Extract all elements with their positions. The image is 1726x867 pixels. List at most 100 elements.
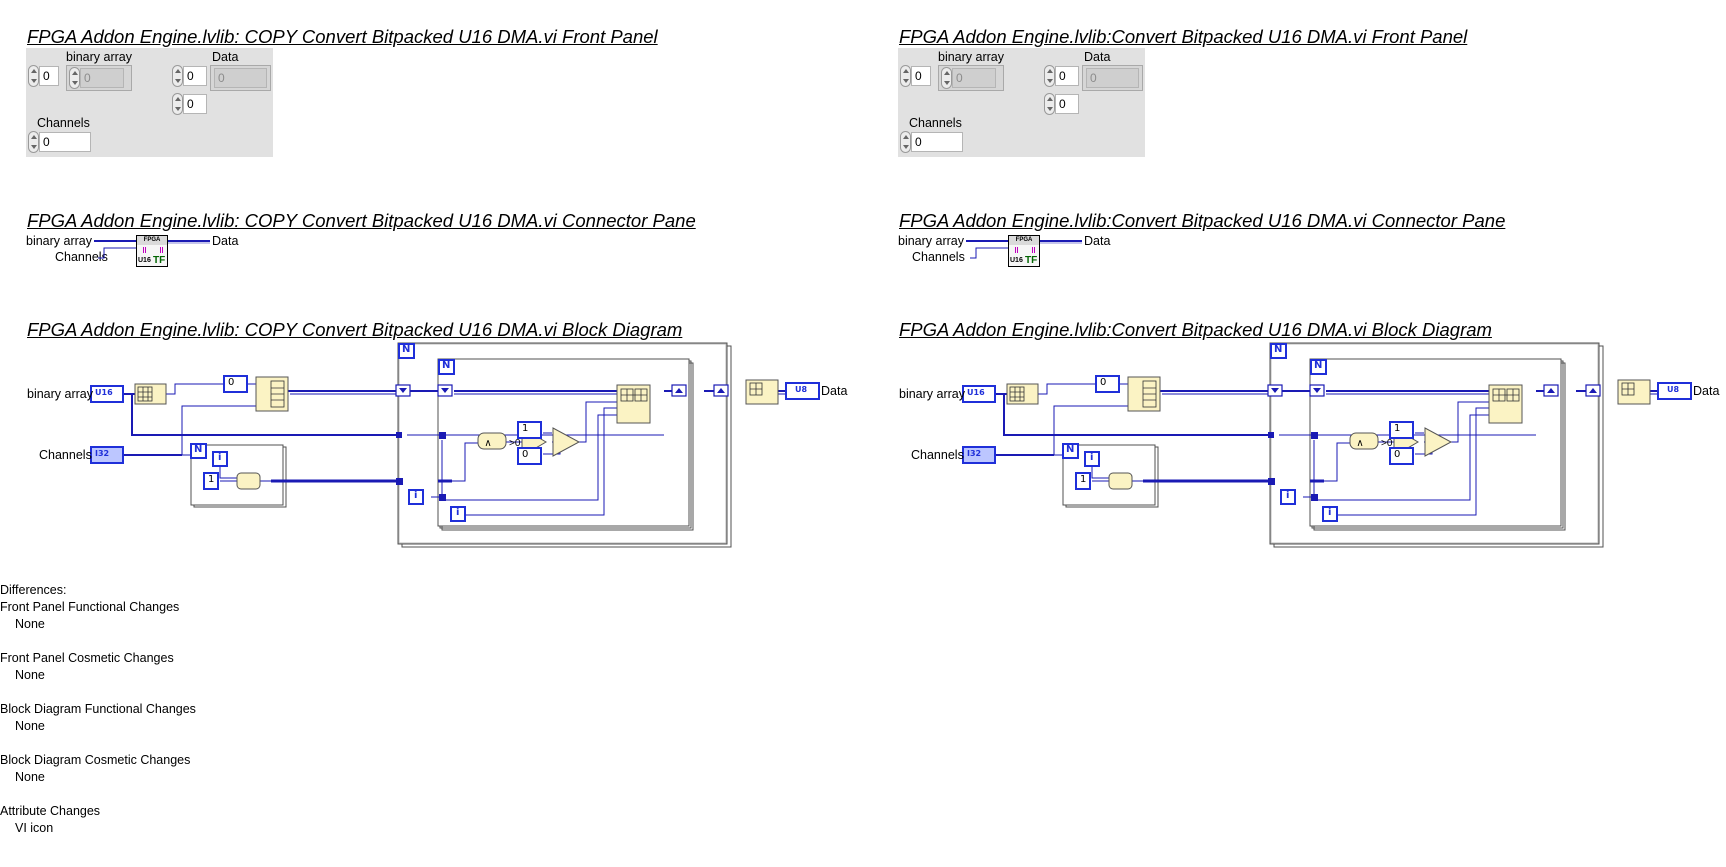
data-element[interactable]: 0 [214, 68, 267, 88]
data-index-1[interactable]: 0 [1044, 65, 1079, 87]
left-block-diagram: ∧ >0 binary array Channels Data U16 I32 … [0, 340, 860, 570]
diff-category: Block Diagram Functional Changes [0, 702, 196, 716]
cp-input-channels: Channels [912, 250, 965, 264]
binary-array-element[interactable]: 0 [952, 68, 996, 88]
gt-zero-label: >0 [509, 438, 521, 449]
icon-tf-text: TF [1025, 255, 1038, 266]
data-frame: 0 [210, 65, 271, 91]
binary-array-label: binary array [938, 50, 1004, 64]
cp-output-data: Data [212, 234, 239, 248]
bd-channels-label: Channels [911, 448, 964, 462]
increment-decrement-icon[interactable] [1044, 93, 1055, 115]
const-zero-2[interactable]: 0 [522, 449, 529, 460]
inner-loop-i[interactable]: i [1328, 507, 1332, 518]
u8-terminal[interactable]: U8 [795, 385, 808, 394]
icon-u16-text: U16 [138, 257, 151, 264]
right-block-diagram: ∧ >0 binary array Channels Data U16 I32 … [872, 340, 1726, 570]
outer-loop-n[interactable]: N [402, 344, 411, 355]
small-loop-i[interactable]: i [1090, 452, 1094, 463]
diff-value: VI icon [15, 821, 54, 835]
increment-decrement-icon [69, 67, 80, 89]
data-label: Data [1084, 50, 1111, 64]
bd-data-label: Data [821, 384, 848, 398]
data-label: Data [212, 50, 239, 64]
differences-list: Differences: Front Panel Functional Chan… [0, 582, 196, 854]
binary-array-index[interactable]: 0 [900, 65, 931, 87]
bd-data-label: Data [1693, 384, 1720, 398]
outer-loop-n[interactable]: N [1274, 344, 1283, 355]
block-diagram-canvas: ∧ >0 [962, 342, 1692, 548]
bitpack-glyph-icon [143, 247, 163, 253]
increment-decrement-icon [941, 67, 952, 89]
small-loop-n[interactable]: N [194, 444, 203, 455]
inner-loop-n[interactable]: N [1314, 360, 1323, 371]
left-front-panel: binary array 0 0 Data 0 0 0 Channels 0 [26, 48, 273, 157]
increment-decrement-icon[interactable] [28, 131, 39, 153]
increment-decrement-icon[interactable] [900, 131, 911, 153]
u16-terminal[interactable]: U16 [95, 388, 113, 397]
increment-decrement-icon[interactable] [172, 93, 183, 115]
cp-output-data: Data [1084, 234, 1111, 248]
icon-top-text: FPGA [1009, 236, 1039, 245]
binary-array-label: binary array [66, 50, 132, 64]
u8-terminal[interactable]: U8 [1667, 385, 1680, 394]
cp-input-binary-array: binary array [898, 234, 964, 248]
inner-loop-i[interactable]: i [456, 507, 460, 518]
binary-array-index[interactable]: 0 [28, 65, 59, 87]
diff-category: Front Panel Functional Changes [0, 600, 180, 614]
channels-label: Channels [37, 116, 90, 130]
const-zero-1[interactable]: 0 [228, 377, 235, 388]
diff-category: Block Diagram Cosmetic Changes [0, 753, 191, 767]
vi-icon[interactable]: FPGA U16 TF [136, 235, 168, 267]
right-front-panel: binary array 0 0 Data 0 0 0 Channels 0 [898, 48, 1145, 157]
const-one-2[interactable]: 1 [208, 474, 215, 485]
increment-decrement-icon[interactable] [172, 65, 183, 87]
data-index-2[interactable]: 0 [172, 93, 207, 115]
const-one-2[interactable]: 1 [1080, 474, 1087, 485]
const-one-1[interactable]: 1 [1394, 423, 1401, 434]
diff-category: Attribute Changes [0, 804, 101, 818]
data-index-1[interactable]: 0 [172, 65, 207, 87]
channels-control[interactable]: 0 [28, 131, 91, 153]
small-loop-n[interactable]: N [1066, 444, 1075, 455]
bd-binary-array-label: binary array [899, 387, 965, 401]
diff-value: None [15, 617, 45, 631]
small-loop-i[interactable]: i [218, 452, 222, 463]
vi-icon[interactable]: FPGA U16 TF [1008, 235, 1040, 267]
increment-decrement-icon[interactable] [28, 65, 39, 87]
icon-u16-text: U16 [1010, 257, 1023, 264]
binary-array-element[interactable]: 0 [80, 68, 124, 88]
increment-decrement-icon[interactable] [900, 65, 911, 87]
right-block-diagram-title: FPGA Addon Engine.lvlib:Convert Bitpacke… [899, 319, 1492, 340]
left-front-panel-title: FPGA Addon Engine.lvlib: COPY Convert Bi… [27, 26, 658, 47]
bd-channels-label: Channels [39, 448, 92, 462]
icon-top-text: FPGA [137, 236, 167, 245]
increment-decrement-icon[interactable] [1044, 65, 1055, 87]
outer-loop-i[interactable]: i [1286, 490, 1290, 501]
left-block-diagram-title: FPGA Addon Engine.lvlib: COPY Convert Bi… [27, 319, 683, 340]
u16-terminal[interactable]: U16 [967, 388, 985, 397]
data-element[interactable]: 0 [1086, 68, 1139, 88]
left-connector-pane: binary array Channels Data FPGA U16 TF [26, 232, 246, 270]
channels-control[interactable]: 0 [900, 131, 963, 153]
differences-heading: Differences: [0, 583, 67, 597]
i32-terminal[interactable]: I32 [95, 449, 110, 458]
connector-pane-wires [966, 240, 1082, 259]
inner-loop-n[interactable]: N [442, 360, 451, 371]
outer-loop-i[interactable]: i [414, 490, 418, 501]
const-zero-1[interactable]: 0 [1100, 377, 1107, 388]
bitpack-glyph-icon [1015, 247, 1035, 253]
block-diagram-canvas: ∧ >0 [90, 342, 820, 548]
right-connector-pane-title: FPGA Addon Engine.lvlib:Convert Bitpacke… [899, 210, 1506, 231]
cp-input-channels: Channels [55, 250, 108, 264]
diff-value: None [15, 668, 45, 682]
data-index-2[interactable]: 0 [1044, 93, 1079, 115]
right-connector-pane: binary array Channels Data FPGA U16 TF [898, 232, 1118, 270]
binary-array-frame: 0 [938, 65, 1004, 91]
i32-terminal[interactable]: I32 [967, 449, 982, 458]
diff-category: Front Panel Cosmetic Changes [0, 651, 174, 665]
const-one-1[interactable]: 1 [522, 423, 529, 434]
diff-value: None [15, 770, 45, 784]
channels-label: Channels [909, 116, 962, 130]
const-zero-2[interactable]: 0 [1394, 449, 1401, 460]
